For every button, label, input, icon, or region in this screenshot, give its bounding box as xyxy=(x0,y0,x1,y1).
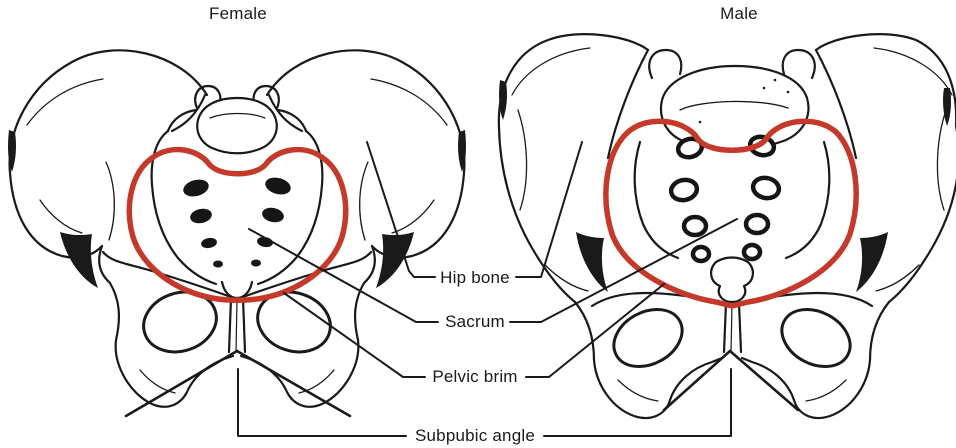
male-subpubic-angle-lines xyxy=(662,349,800,412)
sacrum-leader-left xyxy=(248,228,439,323)
leader-lines xyxy=(237,141,738,437)
male-pelvis-drawing xyxy=(497,33,956,420)
male-title-label: Male xyxy=(720,4,758,23)
male-hip-bone-outline xyxy=(814,33,956,304)
male-hip-bone-outline xyxy=(606,48,650,160)
female-acetabular-shadow xyxy=(8,130,466,288)
female-hip-bone-outline xyxy=(239,244,376,408)
female-hip-bone-outline xyxy=(8,49,209,259)
female-hip-bone-outline xyxy=(267,93,304,133)
sacrum-label: Sacrum xyxy=(445,312,505,331)
female-hip-bone-outline xyxy=(101,250,233,299)
male-acetabular-shadow xyxy=(499,80,951,292)
pelvic-brim-label: Pelvic brim xyxy=(432,367,518,386)
hip-bone-label: Hip bone xyxy=(440,268,510,287)
male-bone-detail-lines xyxy=(511,47,953,402)
female-pelvis-drawing xyxy=(8,49,466,418)
female-pelvic-brim-outline xyxy=(126,146,349,303)
female-hip-bone-outline xyxy=(170,93,207,133)
subpubic-angle-bracket-left xyxy=(237,368,407,437)
male-hip-bone-outline xyxy=(740,300,891,420)
female-title-label: Female xyxy=(209,4,267,23)
female-sacral-foramina xyxy=(183,177,291,268)
male-hip-bone-outline xyxy=(573,300,724,420)
female-subpubic-angle-lines xyxy=(124,349,352,418)
female-obturator-foramen xyxy=(142,290,218,354)
male-hip-bone-outline xyxy=(814,48,858,160)
subpubic-angle-label: Subpubic angle xyxy=(414,426,536,445)
female-obturator-foramen xyxy=(256,290,332,354)
male-sacral-foramina xyxy=(668,134,782,264)
female-pubic-symphysis xyxy=(227,296,247,354)
hip-bone-leader-right xyxy=(515,141,583,278)
subpubic-angle-bracket-right xyxy=(543,368,732,437)
sacrum-leader-right xyxy=(509,218,738,323)
male-obturator-foramen xyxy=(780,307,852,369)
pelvic-brim-leader-right xyxy=(525,283,665,378)
female-hip-bone-outline xyxy=(241,250,373,299)
male-obturator-foramen xyxy=(612,307,684,369)
pelvic-brim-leader-left xyxy=(283,292,426,378)
female-hip-bone-outline xyxy=(98,244,235,408)
female-hip-bone-outline xyxy=(265,49,466,259)
male-sacrum-outline xyxy=(633,48,831,304)
male-hip-bone-outline xyxy=(497,33,650,304)
hip-bone-leader-left xyxy=(366,141,436,278)
male-pubic-symphysis xyxy=(722,301,743,354)
male-pelvic-brim-outline xyxy=(603,118,859,309)
female-sacrum-outline xyxy=(150,84,324,300)
